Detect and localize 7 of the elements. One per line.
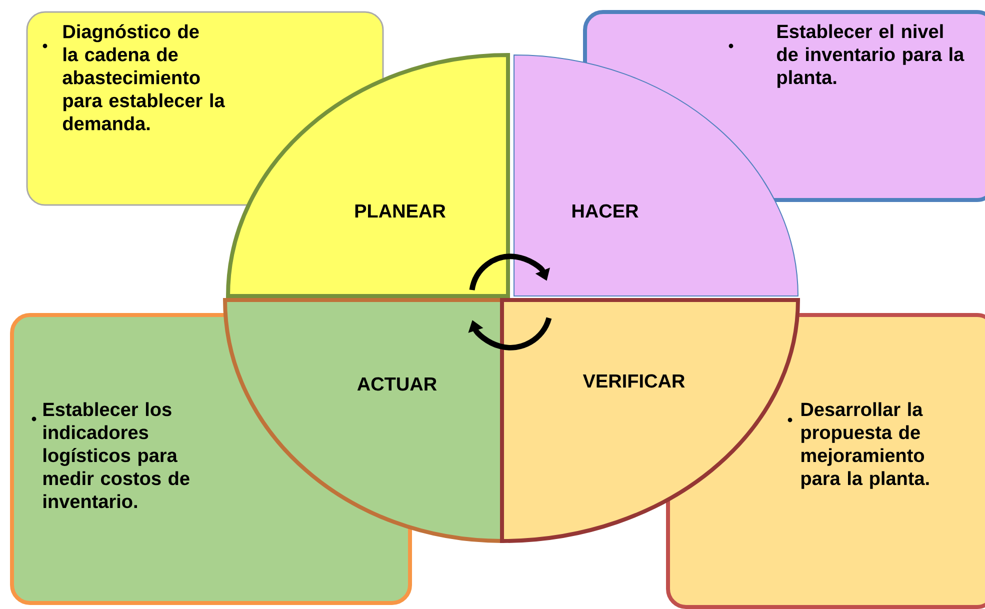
- node-label: Establecer los indicadores logísticos para medir costos de inventario.: [43, 402, 190, 508]
- curved-arrow: [469, 254, 550, 291]
- node-label: Desarrollar la propuesta de mejoramiento para la planta.: [801, 402, 929, 489]
- quadrant: VERIFICAR: [500, 298, 800, 543]
- quadrant: PLANEAR: [226, 53, 510, 298]
- curved-arrow: [468, 317, 552, 350]
- quadrant: ACTUAR: [223, 298, 504, 543]
